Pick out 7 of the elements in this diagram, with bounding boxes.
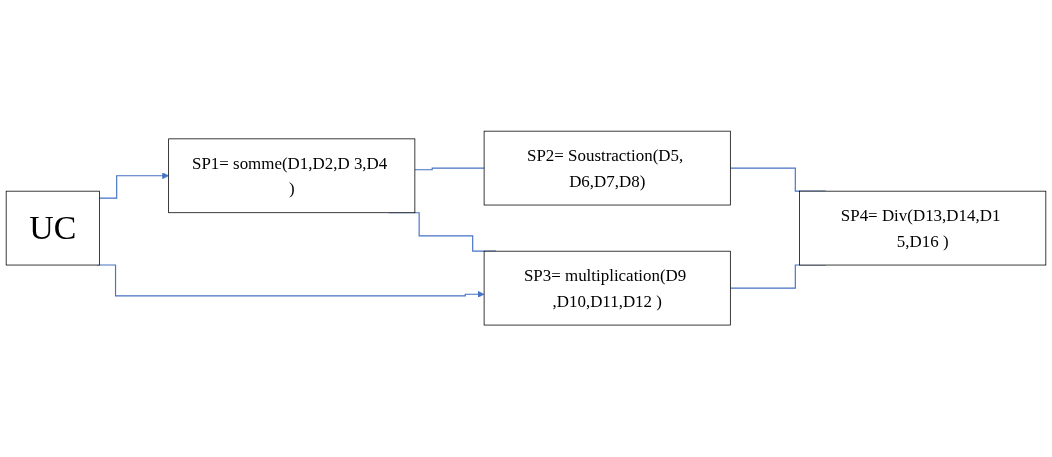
node-box: SP1= somme(D1,D2,D 3,D4 ) bbox=[168, 138, 416, 214]
node-box: SP2= Soustraction(D5, D6,D7,D8) bbox=[483, 131, 731, 206]
arrow bbox=[98, 172, 169, 200]
connector bbox=[414, 167, 485, 171]
node-box: SP3= multiplication(D9 ,D10,D11,D12 ) bbox=[483, 251, 731, 326]
node-box: SP4= Div(D13,D14,D1 5,D16 ) bbox=[799, 191, 1047, 266]
node-box: UC bbox=[5, 191, 100, 266]
